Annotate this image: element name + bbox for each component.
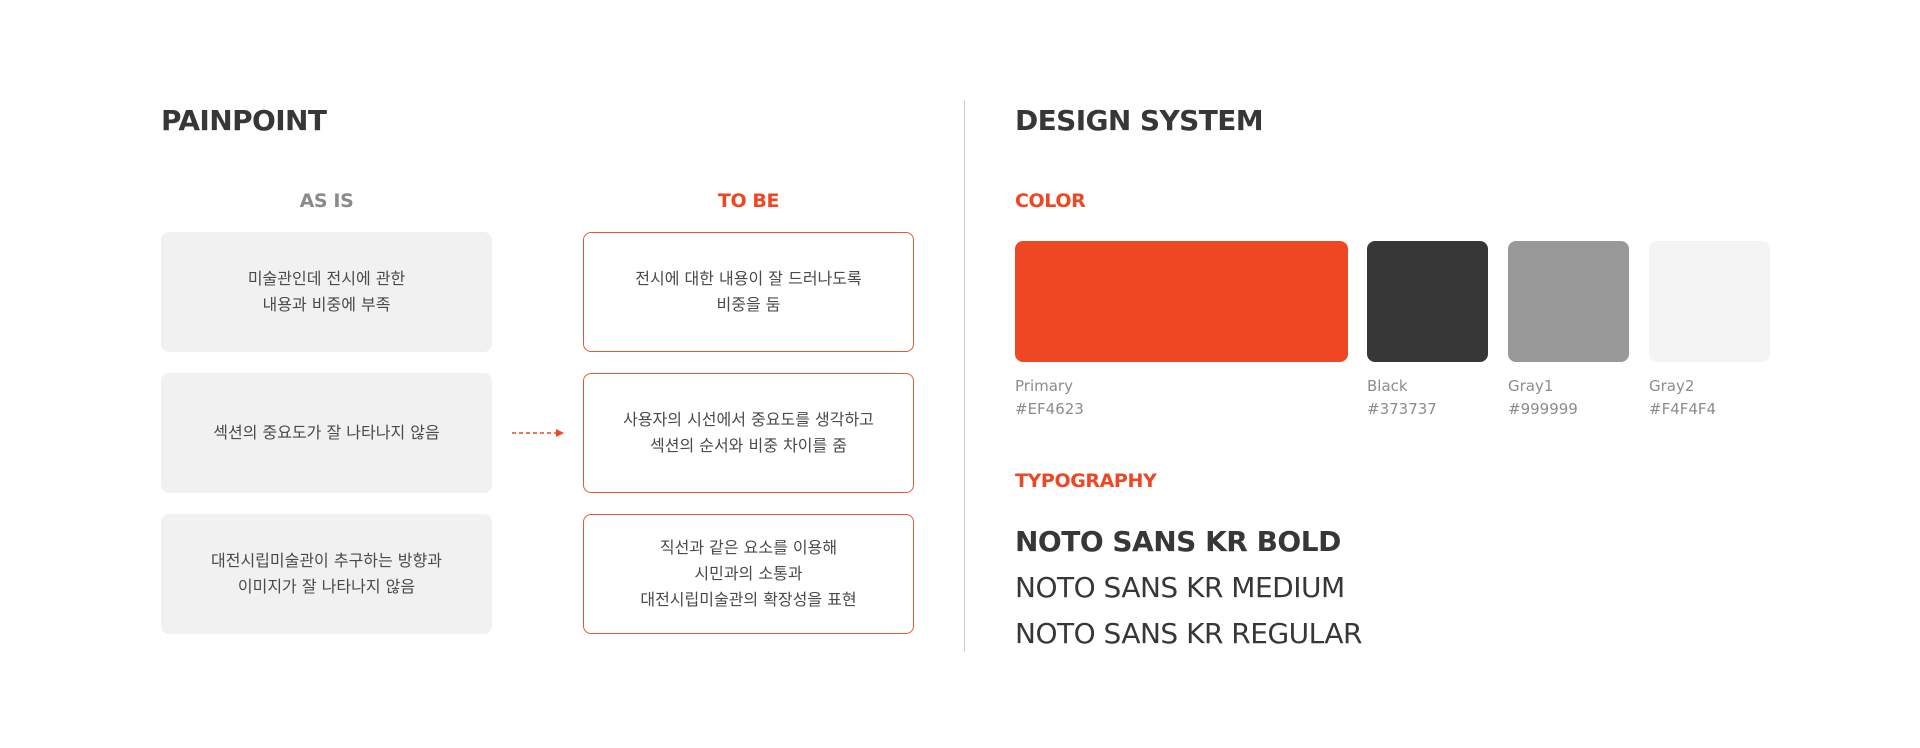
as-is-card: 대전시립미술관이 추구하는 방향과 이미지가 잘 나타나지 않음 (161, 514, 492, 634)
design-system-title: DESIGN SYSTEM (1015, 104, 1264, 137)
to-be-card: 직선과 같은 요소를 이용해 시민과의 소통과 대전시립미술관의 확장성을 표현 (583, 514, 914, 634)
color-swatch-primary (1015, 241, 1348, 362)
section-divider (964, 100, 965, 652)
color-name: Primary (1015, 377, 1073, 395)
color-swatch-gray1 (1508, 241, 1629, 362)
color-label-primary: Primary #EF4623 (1015, 375, 1084, 421)
color-hex: #F4F4F4 (1649, 400, 1717, 418)
color-name: Gray1 (1508, 377, 1554, 395)
color-hex: #EF4623 (1015, 400, 1084, 418)
as-is-card: 섹션의 중요도가 잘 나타나지 않음 (161, 373, 492, 493)
color-label: COLOR (1015, 190, 1086, 212)
color-name: Black (1367, 377, 1408, 395)
as-is-label: AS IS (299, 190, 354, 212)
to-be-card: 전시에 대한 내용이 잘 드러나도록 비중을 둠 (583, 232, 914, 352)
typography-label: TYPOGRAPHY (1015, 470, 1157, 492)
typography-sample-regular: NOTO SANS KR REGULAR (1015, 617, 1363, 650)
typography-sample-medium: NOTO SANS KR MEDIUM (1015, 571, 1345, 604)
dashed-arrow-right-icon (512, 429, 564, 437)
color-hex: #999999 (1508, 400, 1578, 418)
to-be-label: TO BE (717, 190, 780, 212)
color-hex: #373737 (1367, 400, 1437, 418)
color-label-gray2: Gray2 #F4F4F4 (1649, 375, 1716, 421)
as-is-card: 미술관인데 전시에 관한 내용과 비중에 부족 (161, 232, 492, 352)
color-label-black: Black #373737 (1367, 375, 1437, 421)
typography-sample-bold: NOTO SANS KR BOLD (1015, 525, 1341, 558)
color-name: Gray2 (1649, 377, 1695, 395)
color-label-gray1: Gray1 #999999 (1508, 375, 1578, 421)
painpoint-title: PAINPOINT (161, 104, 327, 137)
color-swatch-black (1367, 241, 1488, 362)
to-be-card: 사용자의 시선에서 중요도를 생각하고 섹션의 순서와 비중 차이를 줌 (583, 373, 914, 493)
color-swatch-gray2 (1649, 241, 1770, 362)
